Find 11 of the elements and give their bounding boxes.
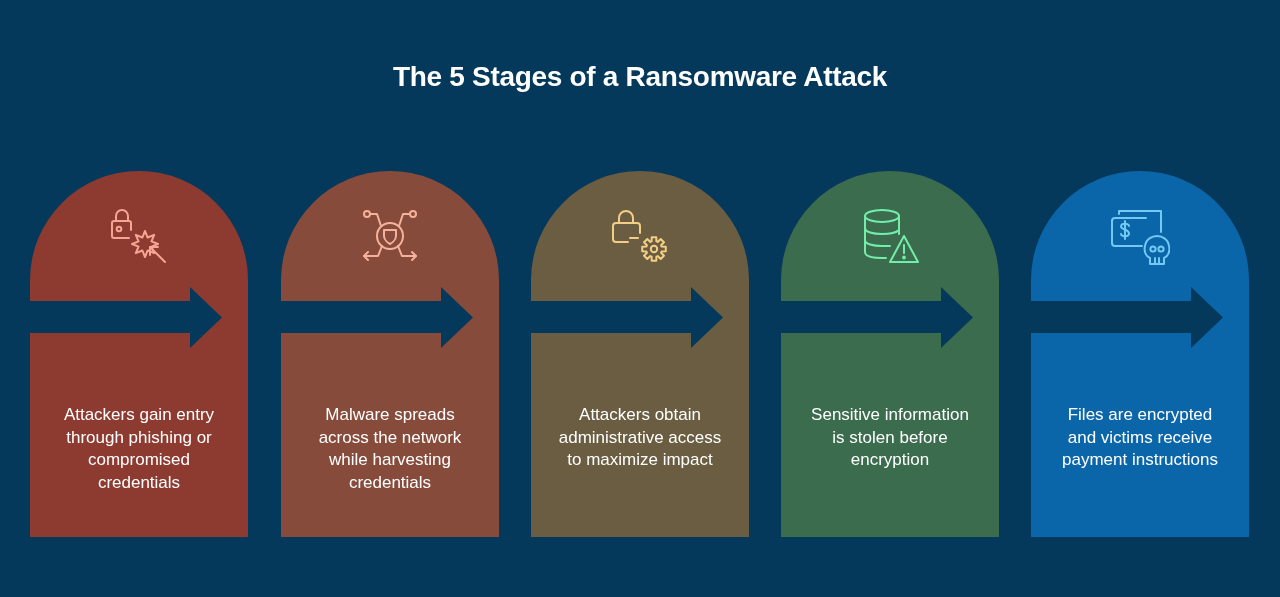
- stage-description: Sensitive information is stolen before encryption: [810, 404, 970, 471]
- stage-description: Malware spreads across the network while harvesting credentials: [317, 404, 463, 494]
- stage-panel: [1031, 171, 1249, 537]
- stage-panel: [531, 171, 749, 537]
- title: The 5 Stages of a Ransomware Attack: [392, 60, 888, 94]
- stage-panel: [281, 171, 499, 537]
- stage-description: Attackers obtain administrative access to maximize impact: [557, 404, 723, 471]
- stage-description: Attackers gain entry through phishing or compromised credentials: [62, 404, 216, 494]
- stage-panel: [781, 171, 999, 537]
- stage-description: Files are encrypted and victims receive payment instructions: [1061, 404, 1219, 471]
- stage-panel: [30, 171, 248, 537]
